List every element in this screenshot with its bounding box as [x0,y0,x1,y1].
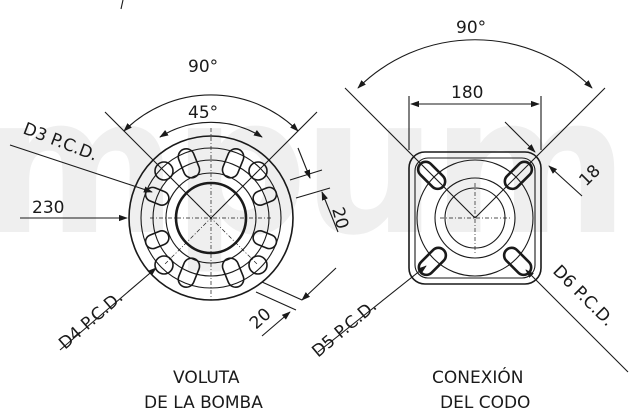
codo-bolt-circle [416,159,534,277]
dim-line [504,121,536,153]
angle-arc-90-codo [357,39,593,89]
ext-line [344,87,476,219]
angle-arc-90 [123,94,299,132]
caption-voluta-2: DE LA BOMBA [144,393,263,413]
dim-line [321,191,339,233]
pcd-leader [525,269,629,373]
bolt-circle [152,159,270,277]
angle-arc-45 [159,121,263,138]
caption-codo-2: DEL CODO [440,393,530,413]
caption-codo-1: CONEXIÓN [432,366,523,388]
watermark-text: mpumps [0,56,629,277]
ext-line [210,111,318,219]
raised-face-circle [165,172,257,264]
square-flange-inner [414,157,536,279]
angle-label-90: 90° [188,57,218,77]
caption-voluta-1: VOLUTA [173,368,240,388]
diameter-label: 230 [32,198,64,218]
dim-line [548,165,583,197]
corner-tick [120,0,124,10]
ext-line [255,291,297,311]
pcd-label-d5: D5 P.C.D. [308,296,381,362]
slot-dim-bottom: 20 [246,304,275,333]
ext-line [474,87,606,219]
bore-circle [174,181,248,255]
pcd-leader [317,265,427,353]
dim-line [297,147,311,179]
ext-line [104,111,212,219]
ext-line [261,281,303,301]
bolt-holes [154,161,268,275]
ext-line [295,187,331,199]
dim-line [301,267,337,301]
width-dim-label: 180 [451,83,483,103]
pcd-leader [9,144,153,193]
flange-ring-circle [140,147,282,289]
codo-raised-face [434,177,516,259]
square-flange [408,151,542,285]
dim-line [261,311,291,337]
angle-label-90-codo: 90° [456,18,486,38]
pcd-label-d4: D4 P.C.D. [55,287,127,353]
pcd-leader [59,267,157,351]
angle-label-45: 45° [188,103,218,123]
